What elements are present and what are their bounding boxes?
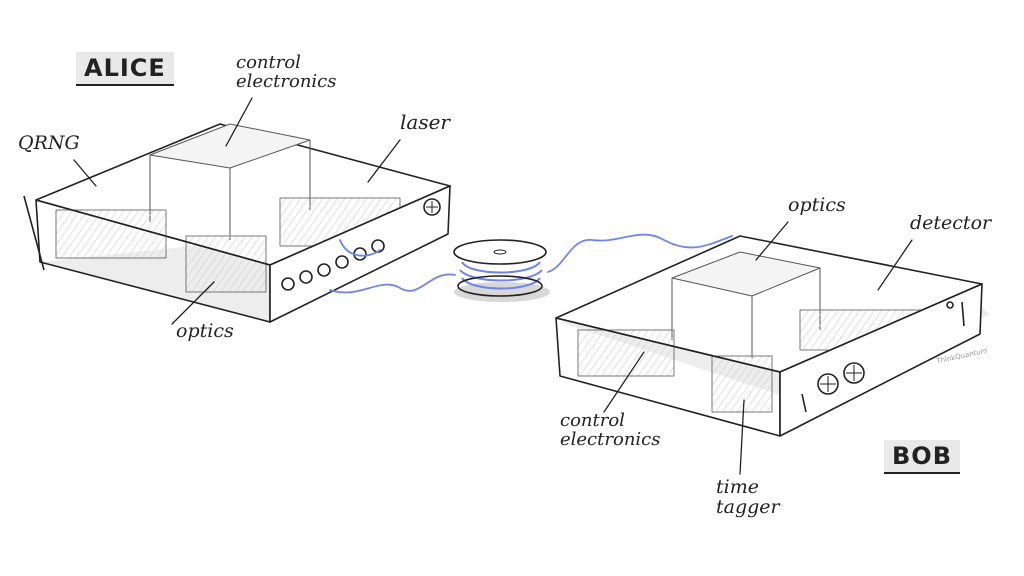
bob-title: BOB — [884, 440, 960, 474]
alice-control-electronics-line-1: control — [236, 52, 301, 73]
bob-device — [555, 235, 990, 437]
bob-control-electronics-line-1: control — [560, 410, 625, 431]
bob-optics-label: optics — [788, 194, 846, 216]
leader-lines — [73, 97, 913, 475]
alice-qrng-label: QRNG — [18, 132, 80, 154]
bob-control-electronics-line-2: electronics — [560, 428, 661, 450]
alice-control-electronics-line-2: electronics — [236, 70, 337, 92]
bob-time-tagger-label: time tagger — [716, 476, 780, 518]
alice-device — [23, 123, 451, 323]
fiber-spool — [453, 239, 550, 302]
alice-title: ALICE — [76, 52, 174, 86]
alice-optics-label: optics — [176, 320, 234, 342]
bob-control-electronics-label: control electronics — [560, 410, 661, 450]
bob-time-tagger-line-1: time — [716, 476, 759, 498]
alice-laser-label: laser — [400, 110, 450, 134]
alice-control-electronics-label: control electronics — [236, 52, 337, 92]
bob-time-tagger-line-2: tagger — [716, 495, 780, 518]
bob-detector-label: detector — [910, 212, 992, 234]
